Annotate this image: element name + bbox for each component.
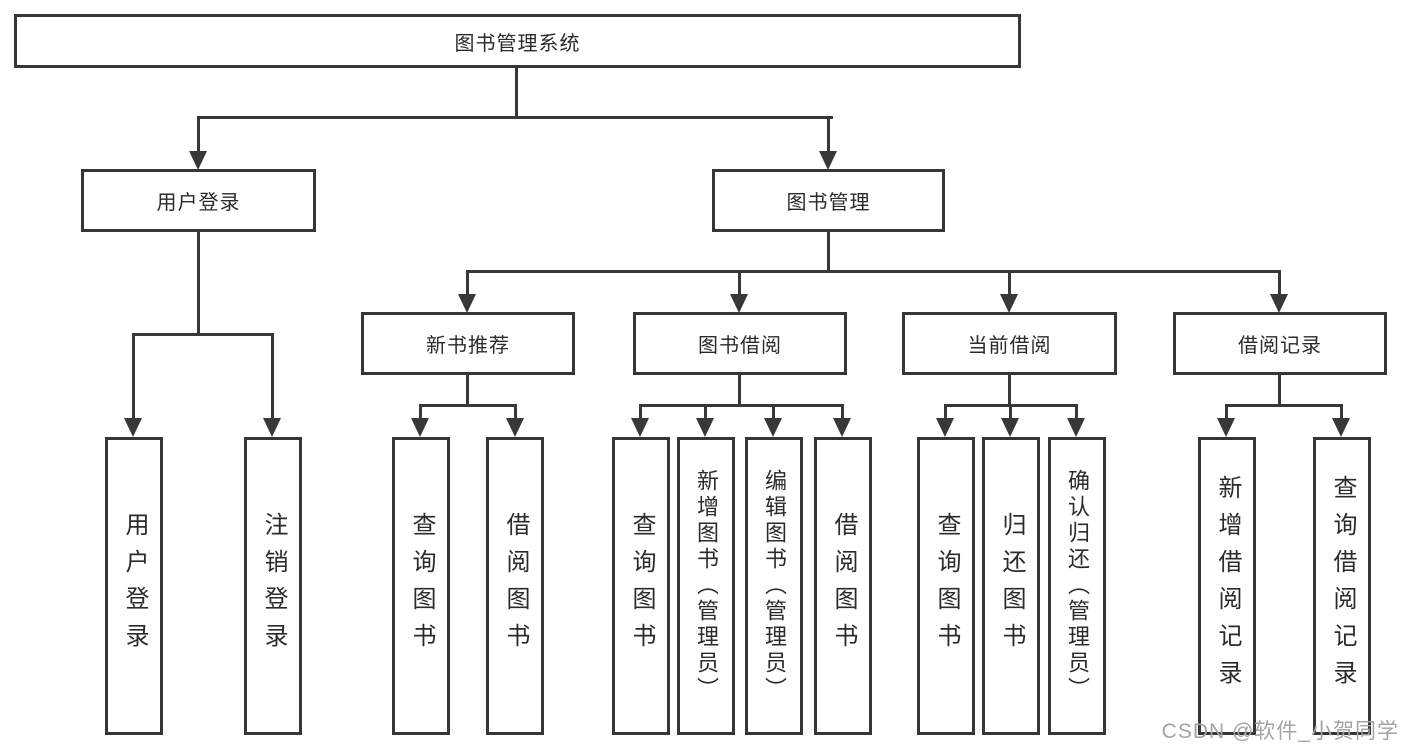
- connector-root-stub: [515, 66, 518, 119]
- node-leaf-query-borrow-record: 查询借阅记录: [1313, 437, 1371, 735]
- node-borrow-record: 借阅记录: [1173, 312, 1387, 375]
- node-new-book-recommend: 新书推荐: [361, 312, 575, 375]
- arrow-down: [730, 294, 748, 313]
- connector-userlogin-hline: [132, 333, 274, 336]
- connector-arrow-shaft: [1009, 404, 1012, 420]
- node-label: 查询图书: [408, 512, 435, 660]
- csdn-watermark: CSDN @软件_小贺同学: [1161, 720, 1399, 743]
- connector-arrow-shaft: [827, 116, 830, 153]
- node-leaf-add-book-admin: 新增图书（管理员）: [677, 437, 735, 735]
- connector-arrow-shaft: [514, 404, 517, 420]
- node-leaf-logout: 注销登录: [244, 437, 302, 735]
- arrow-down: [506, 418, 524, 437]
- connector-arrow-shaft: [466, 270, 469, 296]
- node-label: 图书借阅: [698, 335, 782, 357]
- node-leaf-query-book-3: 查询图书: [917, 437, 975, 735]
- connector-bookmgmt-stub: [827, 230, 830, 272]
- node-label: 编辑图书（管理员）: [762, 469, 787, 703]
- node-label: 借阅图书: [830, 512, 857, 660]
- connector-arrow-shaft: [419, 404, 422, 420]
- connector-newbook-hline: [419, 404, 517, 407]
- connector-bookborrow-stub: [738, 373, 741, 406]
- arrow-down: [458, 294, 476, 313]
- connector-arrow-shaft: [944, 404, 947, 420]
- arrow-down: [696, 418, 714, 437]
- node-label: 查询借阅记录: [1329, 475, 1356, 697]
- node-label: 新书推荐: [426, 335, 510, 357]
- node-leaf-query-book-2: 查询图书: [612, 437, 670, 735]
- connector-arrow-shaft: [271, 333, 274, 420]
- connector-arrow-shaft: [1340, 404, 1343, 420]
- arrow-down: [124, 418, 142, 437]
- arrow-down: [1217, 418, 1235, 437]
- arrow-down: [1000, 294, 1018, 313]
- node-label: 用户登录: [121, 512, 148, 660]
- connector-arrow-shaft: [1008, 270, 1011, 296]
- arrow-down: [411, 418, 429, 437]
- connector-arrow-shaft: [841, 404, 844, 420]
- node-leaf-user-login: 用户登录: [105, 437, 163, 735]
- node-leaf-confirm-return-admin: 确认归还（管理员）: [1048, 437, 1106, 735]
- arrow-down: [764, 418, 782, 437]
- node-book-management: 图书管理: [712, 169, 945, 232]
- connector-arrow-shaft: [639, 404, 642, 420]
- arrow-down: [189, 151, 207, 170]
- arrow-down: [819, 151, 837, 170]
- node-label: 注销登录: [260, 512, 287, 660]
- node-root-system: 图书管理系统: [14, 14, 1021, 68]
- node-label: 图书管理: [786, 192, 871, 214]
- node-leaf-borrow-book-1: 借阅图书: [486, 437, 544, 735]
- connector-arrow-shaft: [197, 116, 200, 153]
- node-label: 归还图书: [998, 512, 1025, 660]
- node-user-login: 用户登录: [81, 169, 316, 232]
- connector-userlogin-stub: [197, 231, 200, 335]
- arrow-down: [1270, 294, 1288, 313]
- arrow-down: [833, 418, 851, 437]
- arrow-down: [263, 418, 281, 437]
- connector-arrow-shaft: [1225, 404, 1228, 420]
- arrow-down: [1001, 418, 1019, 437]
- node-label: 查询图书: [628, 512, 655, 660]
- node-label: 用户登录: [156, 192, 241, 214]
- connector-arrow-shaft: [1075, 404, 1078, 420]
- node-leaf-add-borrow-record: 新增借阅记录: [1198, 437, 1256, 735]
- connector-borrowrecord-hline: [1225, 404, 1342, 407]
- arrow-down: [631, 418, 649, 437]
- connector-level1-hline: [197, 116, 833, 119]
- node-label: 借阅图书: [502, 512, 529, 660]
- connector-currentborrow-stub: [1008, 373, 1011, 406]
- node-leaf-query-book-1: 查询图书: [392, 437, 450, 735]
- node-leaf-borrow-book-2: 借阅图书: [814, 437, 872, 735]
- connector-arrow-shaft: [132, 333, 135, 420]
- connector-bookborrow-hline: [639, 404, 844, 407]
- node-leaf-return-book: 归还图书: [982, 437, 1040, 735]
- arrow-down: [1067, 418, 1085, 437]
- connector-newbook-stub: [466, 373, 469, 406]
- connector-arrow-shaft: [704, 404, 707, 420]
- node-label: 新增借阅记录: [1214, 475, 1241, 697]
- arrow-down: [1332, 418, 1350, 437]
- node-label: 当前借阅: [967, 335, 1052, 357]
- connector-arrow-shaft: [1278, 270, 1281, 296]
- node-leaf-edit-book-admin: 编辑图书（管理员）: [745, 437, 803, 735]
- node-label: 图书管理系统: [454, 32, 581, 55]
- connector-level2-hline: [466, 270, 1281, 273]
- node-label: 新增图书（管理员）: [694, 469, 719, 703]
- node-current-borrow: 当前借阅: [902, 312, 1117, 375]
- connector-arrow-shaft: [738, 270, 741, 296]
- connector-arrow-shaft: [772, 404, 775, 420]
- node-book-borrow: 图书借阅: [633, 312, 847, 375]
- node-label: 借阅记录: [1238, 335, 1322, 357]
- connector-borrowrecord-stub: [1278, 373, 1281, 406]
- node-label: 查询图书: [933, 512, 960, 660]
- node-label: 确认归还（管理员）: [1065, 469, 1090, 703]
- arrow-down: [936, 418, 954, 437]
